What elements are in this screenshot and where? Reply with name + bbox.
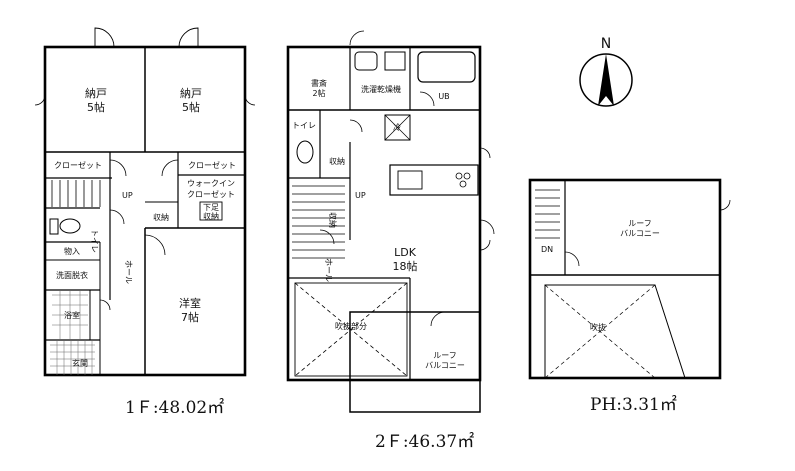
f1-storage-left-size: 5帖 (87, 101, 105, 114)
f1-hall: ホール (124, 260, 133, 284)
compass-north-label: N (601, 36, 611, 52)
f1-closet-left: クローゼット (54, 160, 102, 170)
f2-storage2: 収納 (328, 212, 338, 228)
f1-closet-right: クローゼット (188, 160, 236, 170)
f1-western-name: 洋室 (179, 296, 201, 310)
f2-ldk-name: LDK (394, 246, 417, 259)
f2-toilet: トイレ (292, 121, 316, 130)
floor1-area-label: 1Ｆ:48.02㎡ (125, 398, 225, 418)
f1-walkin-2: クローゼット (187, 189, 235, 199)
f1-small-storage: 収納 (153, 212, 169, 222)
f1-entrance: 玄関 (72, 358, 88, 368)
f2-void: 吹抜部分 (335, 321, 367, 331)
f1-shoes-2: 収納 (203, 211, 219, 221)
f2-fridge: 冷 (393, 122, 401, 132)
floor2-plan: 書斎 2帖 洗濯乾燥機 UB トイレ 冷 収納 収納 UP ホール LDK 18… (286, 30, 495, 413)
ph-void: 吹抜 (590, 322, 606, 332)
floor2-area-label: 2Ｆ:46.37㎡ (375, 432, 475, 452)
f2-study-size: 2帖 (312, 88, 325, 98)
compass-icon: N (579, 36, 633, 107)
f1-storage-right-name: 納戸 (180, 87, 202, 100)
ph-roof-balcony-2: バルコニー (620, 229, 660, 238)
f1-toilet: トイレ (90, 229, 99, 253)
f1-storage-left-name: 納戸 (85, 87, 107, 100)
entrance-tiles (50, 290, 95, 375)
f1-shoes-1: 下足 (203, 203, 219, 212)
ph-roof-balcony-1: ルーフ (628, 219, 652, 228)
floor1-plan: 納戸 5帖 納戸 5帖 クローゼット クローゼット ウォークイン クローゼット … (34, 27, 256, 377)
f1-storage-right-size: 5帖 (182, 101, 200, 114)
penthouse-area-label: PH:3.31㎡ (590, 395, 677, 415)
f2-laundry: 洗濯乾燥機 (361, 84, 401, 94)
f1-walkin-1: ウォークイン (187, 179, 235, 188)
f2-roof-balcony-1: ルーフ (433, 351, 457, 360)
f2-ldk-size: 18帖 (393, 260, 418, 273)
f1-western-size: 7帖 (181, 311, 199, 324)
ph-down: DN (541, 245, 553, 254)
f2-hall: ホール (324, 258, 333, 282)
f2-storage1: 収納 (329, 156, 345, 166)
f1-bath: 浴室 (64, 310, 80, 320)
f2-ub: UB (438, 92, 449, 101)
f2-study-name: 書斎 (311, 78, 327, 88)
penthouse-plan: ルーフ バルコニー DN 吹抜 (528, 178, 731, 380)
f1-storage-box: 物入 (64, 246, 80, 256)
f1-up: UP (122, 191, 133, 200)
f1-washroom: 洗面脱衣 (56, 270, 88, 280)
f2-up: UP (355, 191, 366, 200)
f2-roof-balcony-2: バルコニー (425, 361, 465, 370)
